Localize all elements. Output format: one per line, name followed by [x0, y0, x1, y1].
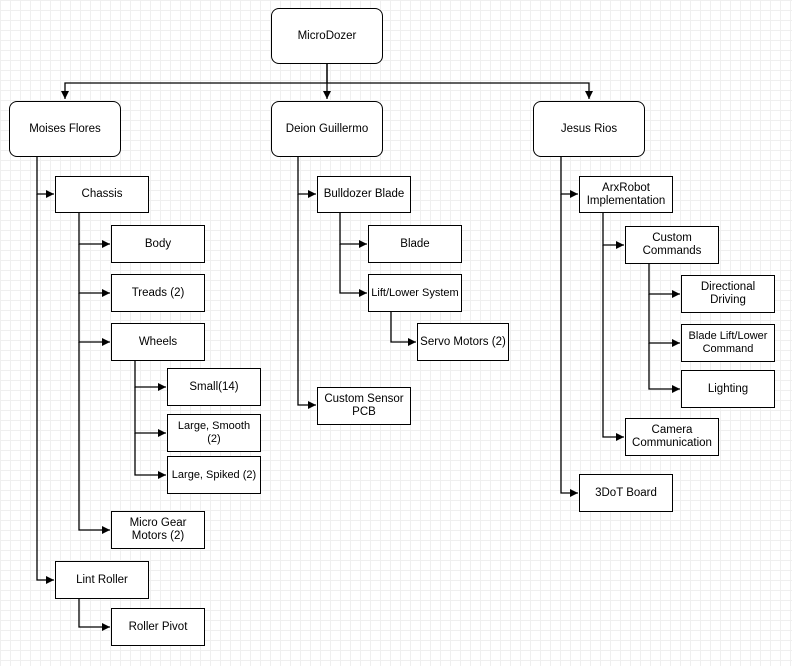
connector-root-jesus [327, 82, 593, 99]
node-directional-driving: Directional Driving [681, 275, 775, 313]
connector-jesus-3dot [560, 194, 578, 497]
connector-wheels-small [134, 361, 166, 391]
node-lift-lower-system: Lift/Lower System [368, 274, 462, 312]
node-bulldozer-blade: Bulldozer Blade [317, 176, 411, 213]
connector-arxrobot-custom-commands [602, 213, 624, 249]
connector-commands-directional [648, 264, 680, 298]
node-wheels: Wheels [111, 323, 205, 361]
connector-moises-chassis [36, 157, 54, 198]
connector-chassis-body [78, 213, 110, 248]
node-chassis: Chassis [55, 176, 149, 213]
connector-wheels-large-spiked [134, 433, 166, 479]
node-custom-sensor-pcb: Custom Sensor PCB [317, 387, 411, 425]
node-lighting: Lighting [681, 370, 775, 408]
node-blade-lift-lower-command: Blade Lift/Lower Command [681, 324, 775, 362]
connector-jesus-arxrobot [560, 157, 578, 198]
node-roller-pivot: Roller Pivot [111, 608, 205, 646]
node-blade: Blade [368, 225, 462, 263]
connector-root-moises [61, 64, 328, 99]
member-node-moises-flores: Moises Flores [9, 101, 121, 157]
node-micro-gear-motors: Micro Gear Motors (2) [111, 511, 205, 549]
node-lint-roller: Lint Roller [55, 561, 149, 599]
node-custom-commands: Custom Commands [625, 226, 719, 264]
node-large-spiked-wheels: Large, Spiked (2) [167, 456, 261, 494]
connector-lint-roller-pivot [78, 599, 110, 631]
connector-deion-bulldozer-blade [297, 157, 316, 198]
connector-bulldozer-blade [339, 213, 367, 248]
connector-chassis-treads [78, 244, 110, 297]
member-node-jesus-rios: Jesus Rios [533, 101, 645, 157]
connector-chassis-wheels [78, 293, 110, 346]
connector-moises-lint-roller [36, 194, 54, 584]
connector-wheels-large-smooth [134, 387, 166, 437]
root-node-microdozer: MicroDozer [271, 8, 383, 64]
connector-chassis-micro-gear [78, 342, 110, 534]
connector-lift-lower-servo [390, 312, 416, 346]
node-large-smooth-wheels: Large, Smooth (2) [167, 414, 261, 452]
node-servo-motors: Servo Motors (2) [417, 323, 509, 361]
connector-deion-custom-sensor [297, 194, 316, 409]
node-3dot-board: 3DoT Board [579, 474, 673, 512]
connector-bulldozer-lift-lower [339, 244, 367, 297]
node-small-wheels: Small(14) [167, 368, 261, 406]
connector-arxrobot-camera [602, 245, 624, 441]
connector-commands-lighting [648, 343, 680, 393]
node-arxrobot-implementation: ArxRobot Implementation [579, 176, 673, 213]
node-treads: Treads (2) [111, 274, 205, 312]
node-body: Body [111, 225, 205, 263]
member-node-deion-guillermo: Deion Guillermo [271, 101, 383, 157]
node-camera-communication: Camera Communication [625, 418, 719, 456]
connector-commands-blade-lift [648, 294, 680, 347]
